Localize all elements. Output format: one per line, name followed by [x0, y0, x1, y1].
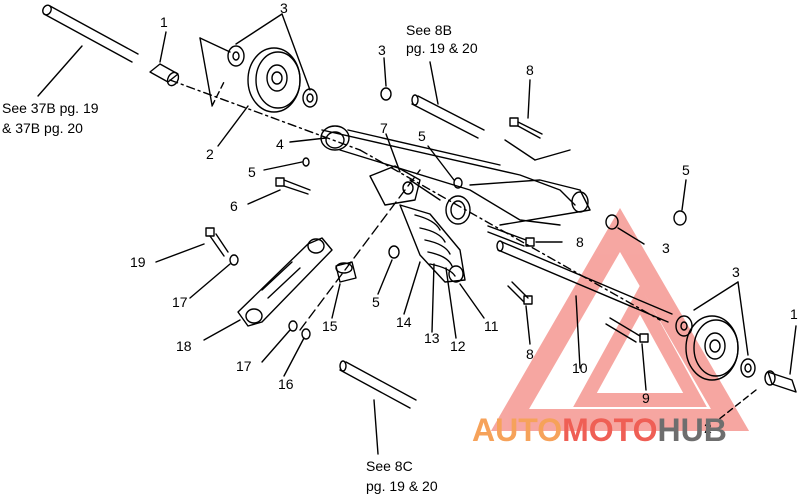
callout-13: 13 [424, 330, 440, 346]
bushing-right [764, 370, 797, 393]
callout-3-right: 3 [662, 240, 670, 256]
callout-12: 12 [450, 338, 466, 354]
callout-2-top: 2 [206, 146, 214, 162]
bolt-lower [507, 281, 533, 305]
callout-8-top: 8 [526, 62, 534, 78]
leader-lines [37, 31, 797, 455]
callout-1-top: 1 [160, 14, 168, 30]
callout-14: 14 [396, 314, 412, 330]
nut-5-right [673, 210, 687, 226]
callout-3-top: 3 [280, 0, 288, 16]
callout-5-left: 5 [248, 164, 256, 180]
washer-top-right [302, 88, 318, 108]
bushing-15 [335, 261, 357, 283]
callout-8-mid: 8 [576, 234, 584, 250]
bottom-rod [339, 360, 417, 409]
callout-16: 16 [278, 376, 294, 392]
callout-6: 6 [230, 198, 238, 214]
callout-17-bottom: 17 [236, 358, 252, 374]
nut-5-mid [453, 177, 463, 189]
watermark-auto: AUTO [472, 412, 563, 448]
callout-5-low: 5 [372, 294, 380, 310]
bolt-9 [605, 317, 649, 343]
idler-wheel-top [247, 47, 301, 113]
callout-3-right-wheel: 3 [732, 264, 740, 280]
callout-1-right: 1 [790, 306, 798, 322]
ref-8c-line2: pg. 19 & 20 [366, 478, 438, 494]
washer-3-right [605, 214, 619, 230]
washer-top-left [227, 45, 245, 67]
nut-16 [301, 328, 311, 340]
bolt-19 [205, 227, 229, 257]
ref-37b-line1: See 37B pg. 19 [2, 100, 99, 116]
callout-2-right: 2 [704, 420, 712, 436]
callout-17-top: 17 [172, 294, 188, 310]
bushing-1 [149, 63, 180, 87]
callout-9: 9 [642, 390, 650, 406]
callout-7: 7 [380, 120, 388, 136]
callout-11: 11 [484, 318, 499, 334]
callout-15: 15 [322, 318, 338, 334]
callout-4: 4 [276, 136, 284, 152]
lower-shaft [496, 240, 673, 323]
watermark-logo [490, 208, 750, 431]
ref-8b-line2: pg. 19 & 20 [406, 40, 478, 56]
callout-18: 18 [176, 338, 192, 354]
callout-3-mid: 3 [378, 42, 386, 58]
callout-5-mid: 5 [418, 128, 426, 144]
washer-right-2 [740, 358, 756, 378]
watermark-text: AUTOMOTOHUB [472, 412, 727, 449]
nut-5-low [388, 245, 400, 259]
ref-37b-line2: & 37B pg. 20 [2, 120, 83, 136]
callout-19: 19 [130, 254, 146, 270]
idler-wheel-right [685, 315, 739, 381]
callout-8-low: 8 [526, 346, 534, 362]
washer-17-bottom [288, 320, 298, 332]
washer-right-1 [675, 315, 693, 337]
top-rod [42, 4, 139, 63]
bolt-6 [275, 177, 311, 195]
bolt-mid [487, 225, 535, 247]
watermark-moto: MOTO [562, 412, 658, 448]
ref-8c-line1: See 8C [366, 458, 413, 474]
watermark-hub: HUB [657, 412, 727, 448]
ref-8b-line1: See 8B [406, 22, 452, 38]
washer-17-top [229, 254, 239, 266]
callout-5-right: 5 [682, 162, 690, 178]
upper-shaft [411, 94, 485, 139]
bolt-top [509, 117, 543, 139]
swing-arm [320, 125, 591, 226]
washer-5 [302, 157, 310, 167]
callout-10: 10 [572, 360, 588, 376]
nut-top [380, 87, 392, 101]
link-arm [237, 237, 333, 327]
